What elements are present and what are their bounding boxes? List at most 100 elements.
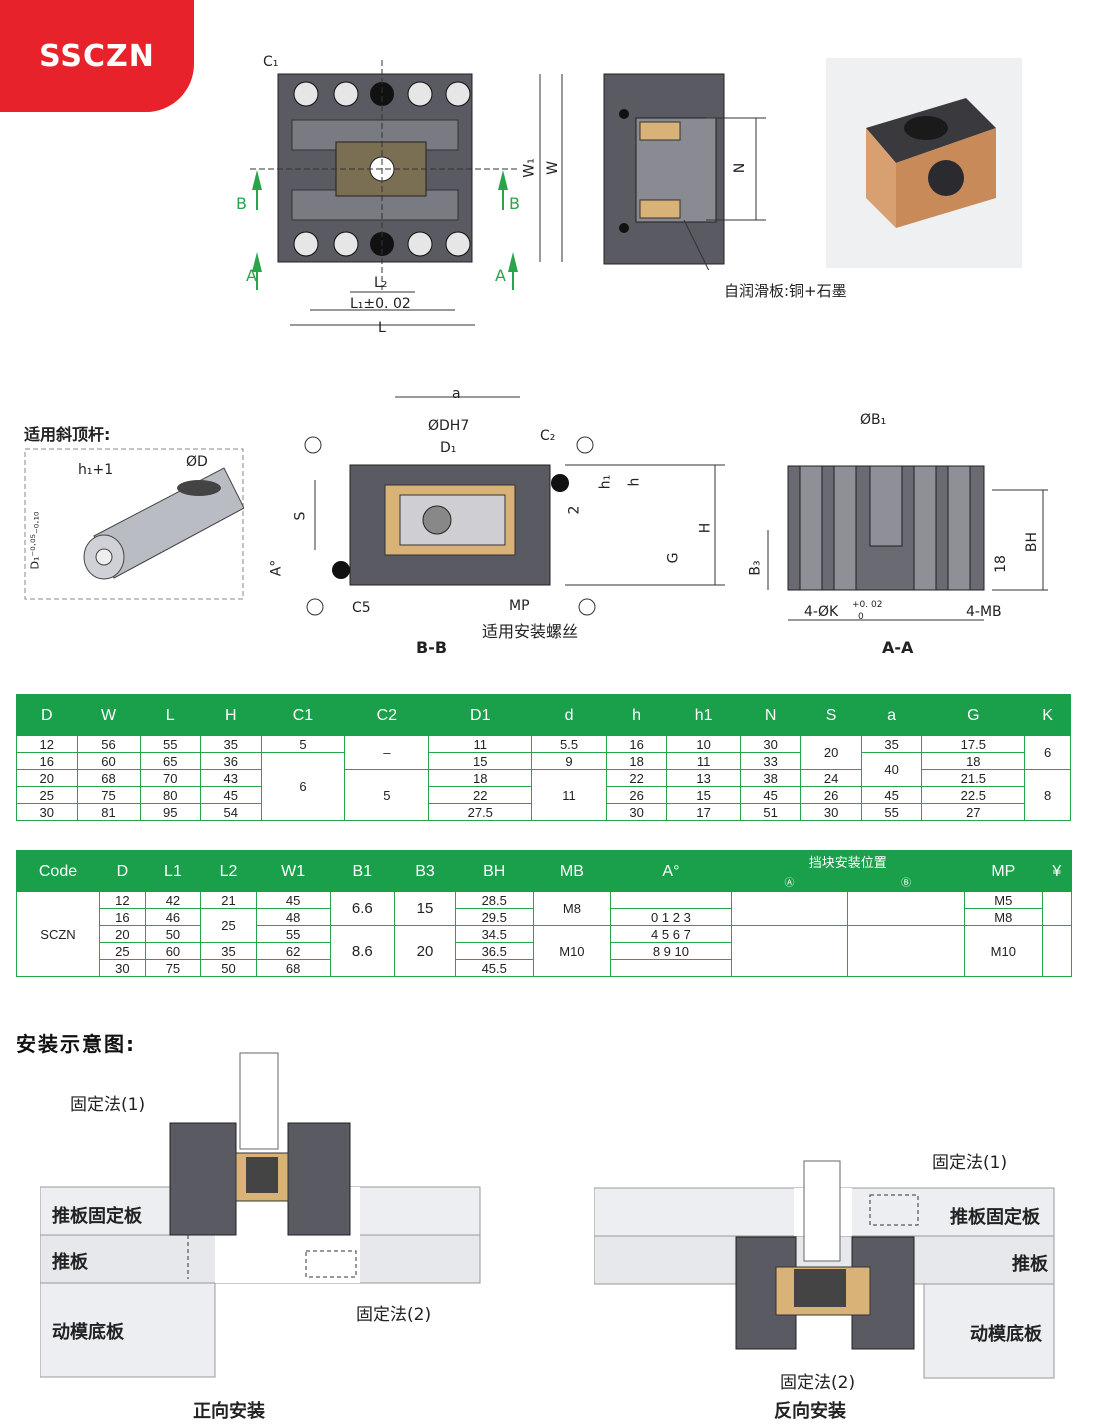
col-price: ¥: [1041, 850, 1073, 892]
table-cell: [610, 959, 732, 977]
section-bb-title: B-B: [416, 638, 448, 657]
bb-dim-h: h: [626, 477, 643, 487]
dim-l2: L₂: [374, 275, 388, 291]
forward-install-caption: 正向安装: [193, 1401, 265, 1422]
table-row: 25 75 80 45 22 26 15 45 26 45 22.5: [16, 786, 1071, 804]
col-stop-position: 挡块安装位置: [730, 849, 965, 876]
col-a: a: [860, 694, 923, 736]
col-small-d: d: [531, 694, 607, 736]
col-c1: C1: [260, 694, 346, 736]
table-cell: 8: [1024, 769, 1071, 821]
table-cell: 17: [666, 803, 741, 821]
dimension-table-header: D W L H C1 C2 D1 d h h1 N S a G K: [16, 694, 1071, 736]
col-angle: A°: [610, 850, 732, 892]
col-w1: W1: [255, 850, 331, 892]
table-cell: 40: [860, 752, 923, 787]
table-cell: [847, 925, 965, 977]
table-cell: 8.6: [329, 925, 396, 977]
table-cell: 35: [200, 942, 257, 960]
table-row: 12 56 55 35 5 – 11 5.5 16 10 30 20 35 17…: [16, 735, 1071, 770]
table-row: 16 46 25 48 29.5 0 1 2 3 M8: [17, 908, 1072, 943]
bb-dim-mp: MP: [509, 598, 530, 614]
table-cell: 51: [739, 803, 802, 821]
table-cell: 42: [144, 891, 202, 909]
table-cell: 15: [666, 786, 741, 804]
bb-dim-c5: C5: [352, 600, 371, 616]
table-cell: 26: [800, 786, 862, 804]
table-cell: M5: [963, 891, 1043, 909]
forward-plate-label: 推板: [52, 1252, 88, 1273]
aa-dim-b3: B₃: [747, 560, 764, 576]
table-cell: 25: [16, 786, 78, 804]
table-cell: 11: [666, 752, 741, 770]
table-cell: 60: [144, 942, 202, 960]
table-cell: 20: [800, 735, 862, 770]
dim-c1: C₁: [263, 54, 279, 70]
table-cell: 16: [16, 752, 78, 770]
col-mp: MP: [963, 850, 1043, 892]
table-row: 30 81 95 54 27.5 30 17 51 30 55 27: [16, 803, 1071, 821]
col-b3: B3: [394, 850, 456, 892]
ejector-pin-drawing: [24, 448, 244, 600]
table-cell: 15: [428, 752, 533, 770]
forward-fix2-label: 固定法(2): [356, 1305, 432, 1325]
table-cell: 18: [428, 769, 533, 787]
col-small-h: h: [605, 694, 668, 736]
table-cell: 62: [255, 942, 331, 960]
table-cell: 22.5: [921, 786, 1026, 804]
table-cell: 9: [531, 752, 607, 770]
table-cell: 45: [739, 786, 802, 804]
table-cell: M8: [963, 908, 1043, 926]
bb-dim-dh7: ØDH7: [428, 418, 470, 434]
table-cell: 55: [860, 803, 923, 821]
table-cell: 75: [76, 786, 141, 804]
bb-dim-a: a: [452, 386, 461, 402]
col-b1: B1: [329, 850, 396, 892]
table-cell: 28.5: [454, 891, 534, 909]
forward-plate-fix-label: 推板固定板: [52, 1206, 142, 1227]
table-cell: 43: [200, 769, 262, 787]
table-row: 16 60 65 36 6 15 9 18 11 33 40 18: [16, 752, 1071, 821]
col-d: D: [99, 850, 146, 892]
table-cell: 33: [739, 752, 802, 770]
col-h: H: [200, 694, 262, 736]
col-k: K: [1024, 694, 1071, 736]
table-cell: 18: [605, 752, 668, 770]
table-cell: 25: [200, 908, 257, 943]
table-row: 25 60 35 62 36.5 8 9 10: [17, 942, 1072, 960]
table-cell: 8 9 10: [610, 942, 732, 960]
forward-fix1-label: 固定法(1): [70, 1095, 146, 1115]
table-cell: 56: [76, 735, 141, 753]
col-d1: D1: [428, 694, 533, 736]
section-bb-drawing: [304, 396, 725, 616]
reverse-install-caption: 反向安装: [774, 1401, 846, 1422]
table-cell: 34.5: [454, 925, 534, 943]
aa-dim-bh: BH: [1024, 531, 1041, 553]
self-lubricating-plate-label: 自润滑板:铜+石墨: [724, 282, 847, 300]
table-cell: 20: [16, 769, 78, 787]
product-code-badge: SSCZN: [0, 0, 194, 112]
side-view-drawing: [603, 73, 766, 270]
bb-dim-g: G: [665, 552, 682, 564]
table-cell: 20: [394, 925, 456, 977]
dim-a-right: A: [495, 266, 506, 285]
bb-dim-d1: D₁: [440, 440, 457, 456]
section-aa-title: A-A: [882, 638, 914, 657]
table-cell: 5.5: [531, 735, 607, 753]
table-cell: [1041, 925, 1073, 977]
col-l2: L2: [200, 850, 257, 892]
table-cell: 81: [76, 803, 141, 821]
forward-base-label: 动模底板: [52, 1322, 124, 1343]
table-cell: 6: [1024, 735, 1071, 770]
table-cell: 45: [200, 786, 262, 804]
col-c2: C2: [344, 694, 430, 736]
table-cell: 30: [739, 735, 802, 753]
bb-dim-h-total: H: [697, 522, 714, 534]
dim-b-right: B: [509, 194, 520, 213]
reverse-fix1-label: 固定法(1): [932, 1153, 1008, 1173]
dim-w: W: [544, 161, 561, 175]
ejector-pin-title: 适用斜顶杆:: [24, 425, 111, 444]
table-cell: 21: [200, 891, 257, 909]
table-row: 20 50 55 8.6 20 34.5 M10 4 5 6 7 M10: [17, 925, 1073, 977]
table-cell: 75: [144, 959, 202, 977]
